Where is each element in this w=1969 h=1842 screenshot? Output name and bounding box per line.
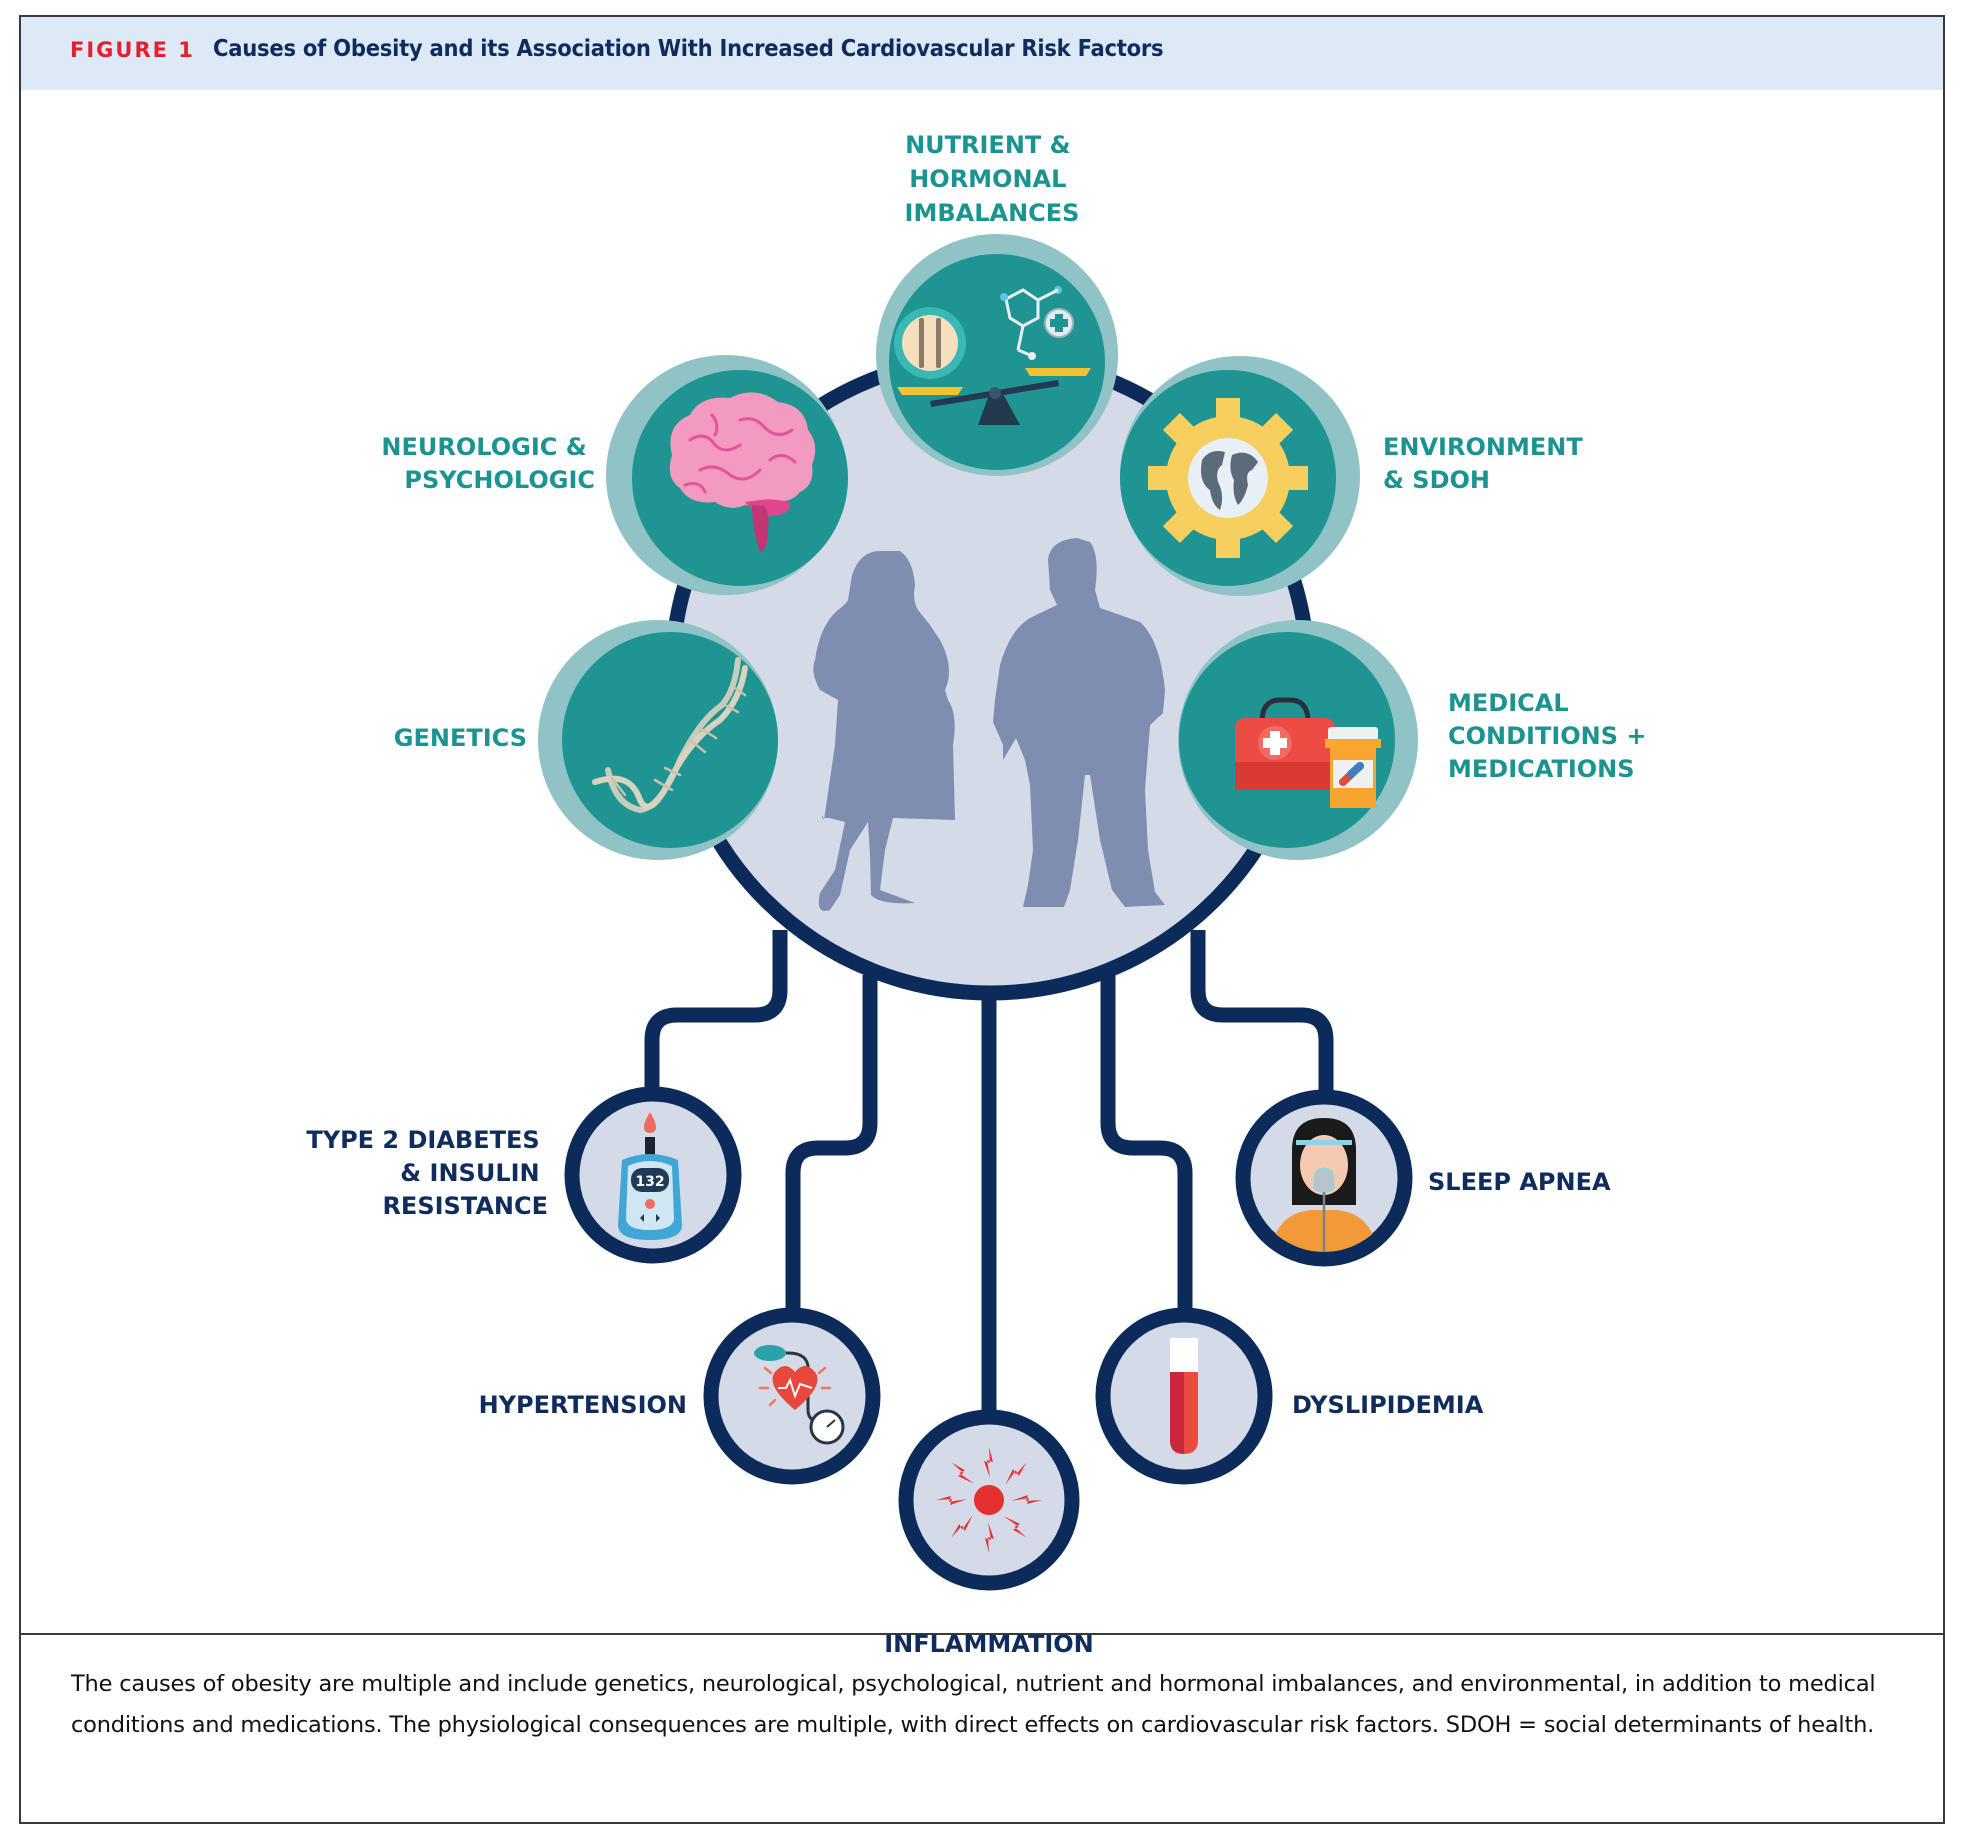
figure-title: Causes of Obesity and its Association Wi…	[213, 36, 1164, 62]
blood-pressure-heart-icon	[754, 1345, 845, 1445]
label-neuro: NEUROLOGIC & PSYCHOLOGIC	[381, 433, 595, 494]
label-nutrient: NUTRIENT & HORMONAL IMBALANCES	[905, 131, 1080, 227]
connector-hypertension	[785, 975, 878, 1312]
cause-medical: MEDICAL CONDITIONS + MEDICATIONS	[1178, 620, 1655, 860]
figure-frame: FIGURE 1 Causes of Obesity and its Assoc…	[19, 15, 1945, 1824]
blood-test-tube-icon	[1170, 1338, 1198, 1454]
connector-dyslipidemia	[1100, 975, 1193, 1312]
scale-plate-molecule-icon	[894, 286, 1091, 425]
inflammation-burst-icon	[936, 1447, 1042, 1553]
connector-sleep	[1190, 930, 1334, 1090]
consequence-inflammation: INFLAMMATION	[884, 1409, 1094, 1658]
connector-lines	[644, 930, 1334, 1415]
label-dyslipidemia: DYSLIPIDEMIA	[1292, 1391, 1484, 1419]
woman-silhouette	[813, 551, 955, 911]
cause-nutrient-disc	[889, 254, 1105, 470]
cause-genetics: GENETICS	[394, 620, 778, 860]
label-medical: MEDICAL CONDITIONS + MEDICATIONS	[1448, 689, 1655, 783]
obese-silhouettes-icon	[813, 538, 1165, 911]
cause-environment: ENVIRONMENT & SDOH	[1120, 356, 1591, 596]
medkit-pill-bottle-icon	[1235, 697, 1381, 808]
consequence-hypertension: HYPERTENSION	[479, 1307, 881, 1485]
cause-genetics-disc	[562, 632, 778, 848]
label-hypertension: HYPERTENSION	[479, 1391, 687, 1419]
caption-divider	[21, 1633, 1943, 1635]
label-genetics: GENETICS	[394, 724, 527, 752]
consequence-diabetes: 132 TYPE 2 DIABETES & INSULIN RESISTANCE	[306, 1086, 742, 1264]
figure-caption: The causes of obesity are multiple and i…	[71, 1671, 1876, 1738]
figure-label: FIGURE 1	[70, 38, 195, 62]
cause-nutrient: NUTRIENT & HORMONAL IMBALANCES	[876, 131, 1118, 476]
label-environment: ENVIRONMENT & SDOH	[1383, 433, 1591, 494]
label-inflammation: INFLAMMATION	[884, 1630, 1094, 1658]
connector-diabetes	[644, 930, 788, 1090]
brain-icon	[669, 392, 816, 552]
consequence-sleep: SLEEP APNEA	[1235, 1089, 1611, 1267]
meter-reading: 132	[635, 1174, 664, 1190]
cause-neuro: NEUROLOGIC & PSYCHOLOGIC	[381, 355, 848, 595]
gear-globe-icon	[1148, 398, 1308, 558]
man-silhouette	[993, 538, 1165, 907]
consequence-dyslipidemia: DYSLIPIDEMIA	[1095, 1307, 1484, 1485]
glucose-meter-icon: 132	[618, 1112, 682, 1240]
label-sleep: SLEEP APNEA	[1428, 1168, 1611, 1196]
dna-icon	[592, 657, 748, 814]
figure-header: FIGURE 1 Causes of Obesity and its Assoc…	[21, 17, 1943, 90]
label-diabetes: TYPE 2 DIABETES & INSULIN RESISTANCE	[306, 1126, 548, 1220]
